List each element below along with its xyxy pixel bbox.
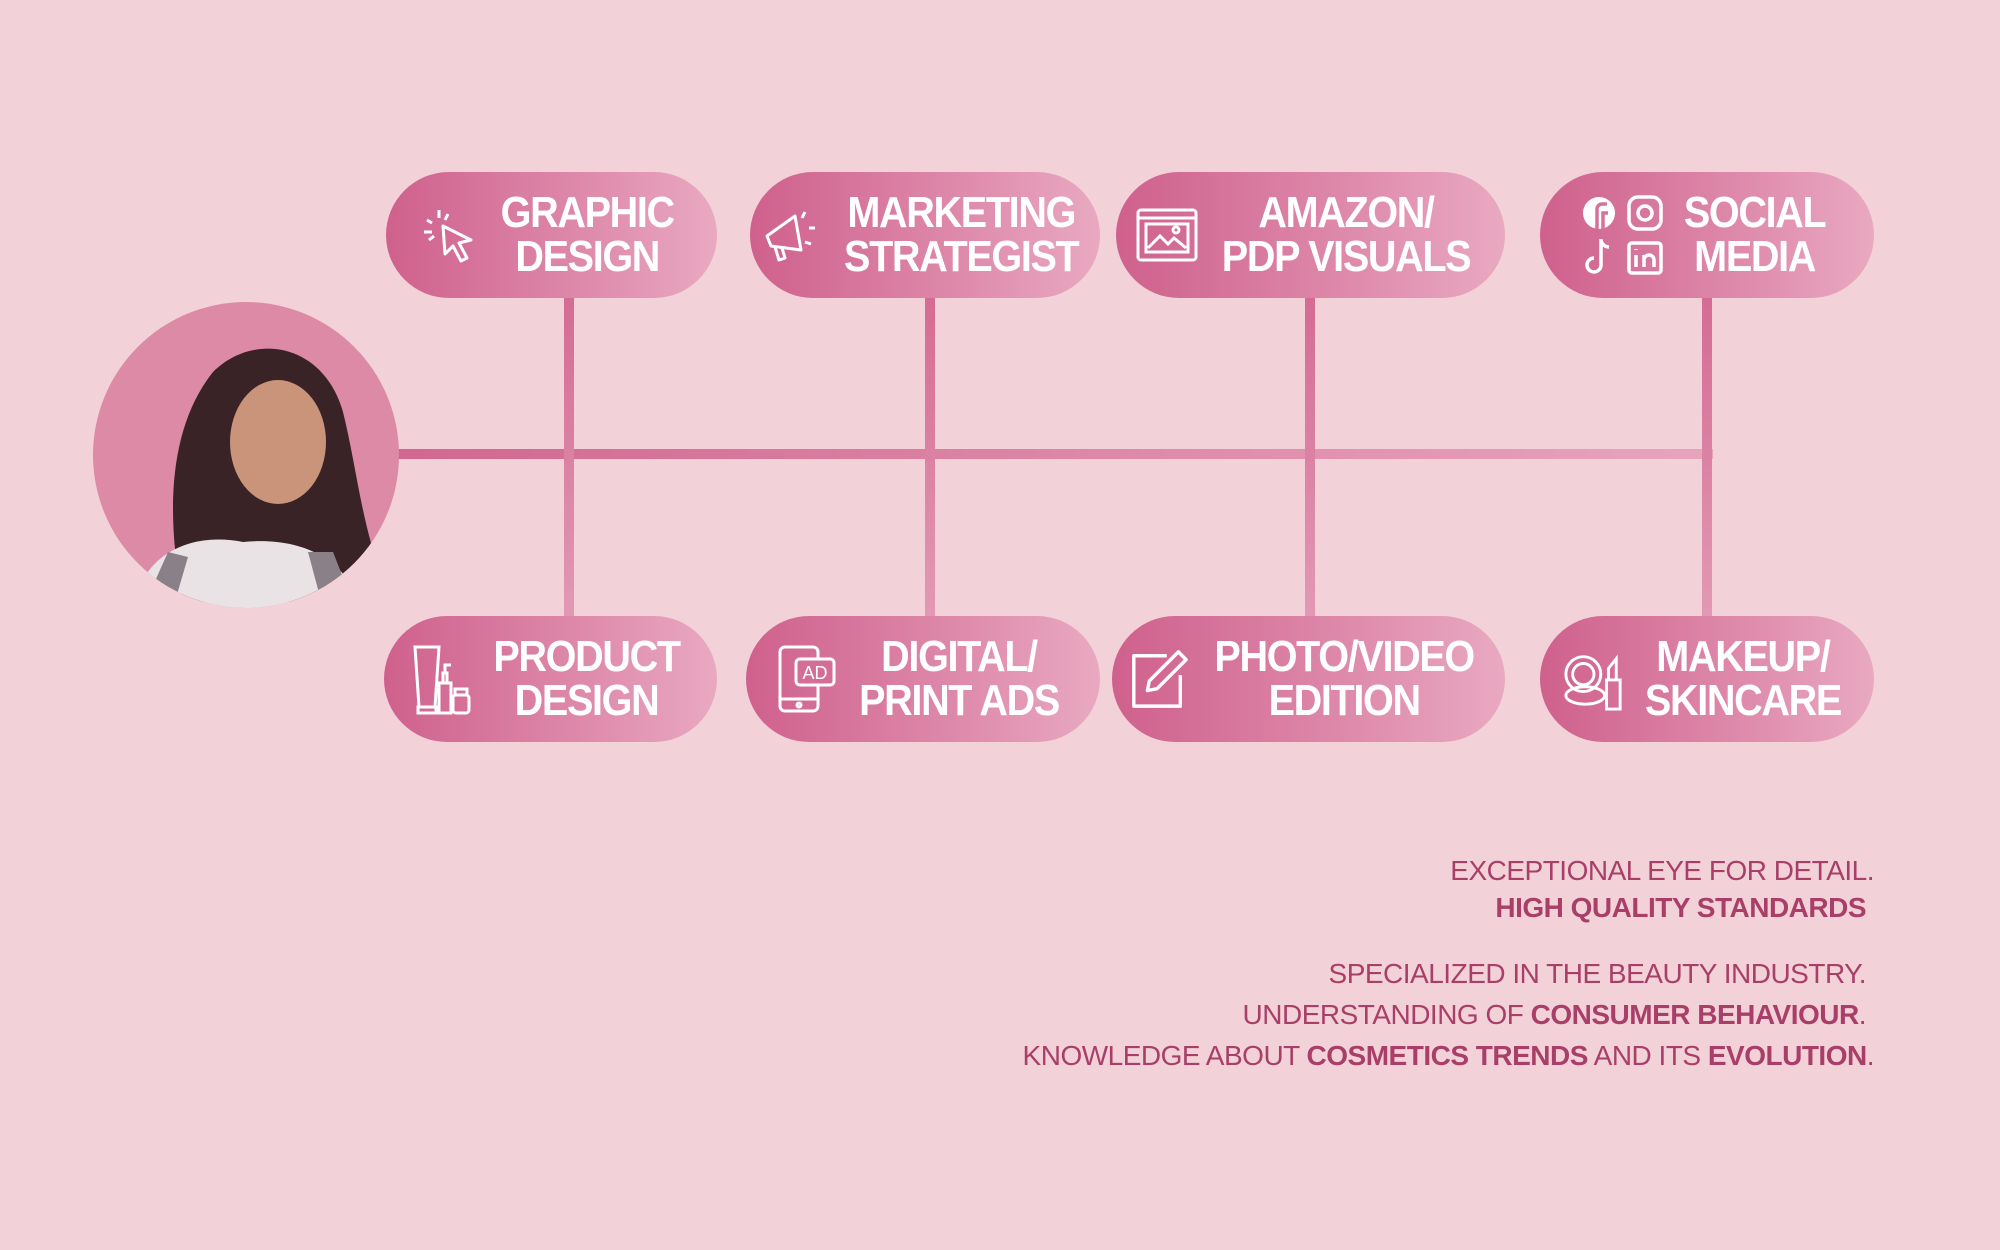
- statement-text: SPECIALIZED IN THE BEAUTY INDUSTRY.: [1328, 958, 1867, 989]
- statement-text: .: [1866, 1040, 1875, 1071]
- statement-line: KNOWLEDGE ABOUT COSMETICS TRENDS AND ITS…: [1022, 1040, 1875, 1072]
- statement-line: UNDERSTANDING OF CONSUMER BEHAVIOUR.: [1242, 999, 1867, 1031]
- social-icons: [1580, 192, 1666, 278]
- connector-line: [1305, 290, 1315, 625]
- browser-image-icon: [1136, 204, 1198, 266]
- statement-bold: COSMETICS TRENDS: [1306, 1040, 1589, 1071]
- statement-text: UNDERSTANDING OF: [1242, 999, 1531, 1030]
- megaphone-icon: [759, 204, 821, 266]
- skill-label: GRAPHIC: [500, 188, 676, 237]
- skill-label: AMAZON/: [1258, 188, 1436, 237]
- skill-label: PRODUCT: [493, 632, 681, 681]
- svg-text:AD: AD: [802, 663, 827, 683]
- statement-bold: HIGH QUALITY STANDARDS: [1495, 892, 1866, 923]
- statement-text: KNOWLEDGE ABOUT: [1022, 1040, 1307, 1071]
- statement-line: EXCEPTIONAL EYE FOR DETAIL.: [1450, 855, 1874, 887]
- phone-ad-icon: AD: [776, 645, 838, 713]
- statement-line: SPECIALIZED IN THE BEAUTY INDUSTRY.: [1328, 958, 1867, 990]
- cosmetic-bottles-icon: [411, 645, 473, 715]
- skill-label: DESIGN: [514, 676, 660, 725]
- skill-amazon-pdp-visuals: AMAZON/PDP VISUALS: [1116, 172, 1505, 298]
- connector-line: [1702, 290, 1712, 625]
- statement-bold: EVOLUTION: [1707, 1040, 1867, 1071]
- skill-makeup-skincare: MAKEUP/SKINCARE: [1540, 616, 1874, 742]
- skill-label: MARKETING: [847, 188, 1076, 237]
- skill-label: DIGITAL/: [881, 632, 1038, 681]
- cursor-click-icon: [419, 204, 481, 266]
- pencil-edit-icon: [1128, 648, 1190, 710]
- skill-label: EDITION: [1268, 676, 1422, 725]
- skill-label: SOCIAL: [1684, 188, 1827, 237]
- statement-text: EXCEPTIONAL EYE FOR DETAIL.: [1450, 855, 1874, 886]
- skill-label: SKINCARE: [1644, 676, 1842, 725]
- profile-photo: [93, 302, 399, 608]
- compact-lipstick-icon: [1562, 648, 1624, 711]
- skill-label: MAKEUP/: [1656, 632, 1831, 681]
- connector-line: [564, 290, 574, 625]
- connector-line: [925, 290, 935, 625]
- skill-label: PRINT ADS: [859, 676, 1060, 725]
- skill-label: PHOTO/VIDEO: [1214, 632, 1476, 681]
- skill-label: MEDIA: [1694, 232, 1817, 281]
- statement-bold: CONSUMER BEHAVIOUR: [1530, 999, 1860, 1030]
- skill-label: STRATEGIST: [843, 232, 1080, 281]
- timeline-horizontal-line: [395, 449, 1713, 459]
- statement-text: AND ITS: [1587, 1040, 1708, 1071]
- skill-label: PDP VISUALS: [1222, 232, 1472, 281]
- skill-label: DESIGN: [515, 232, 661, 281]
- statement-text: .: [1858, 999, 1867, 1030]
- statement-line: HIGH QUALITY STANDARDS: [1495, 892, 1866, 924]
- skill-digital-print-ads: AD DIGITAL/PRINT ADS: [746, 616, 1100, 742]
